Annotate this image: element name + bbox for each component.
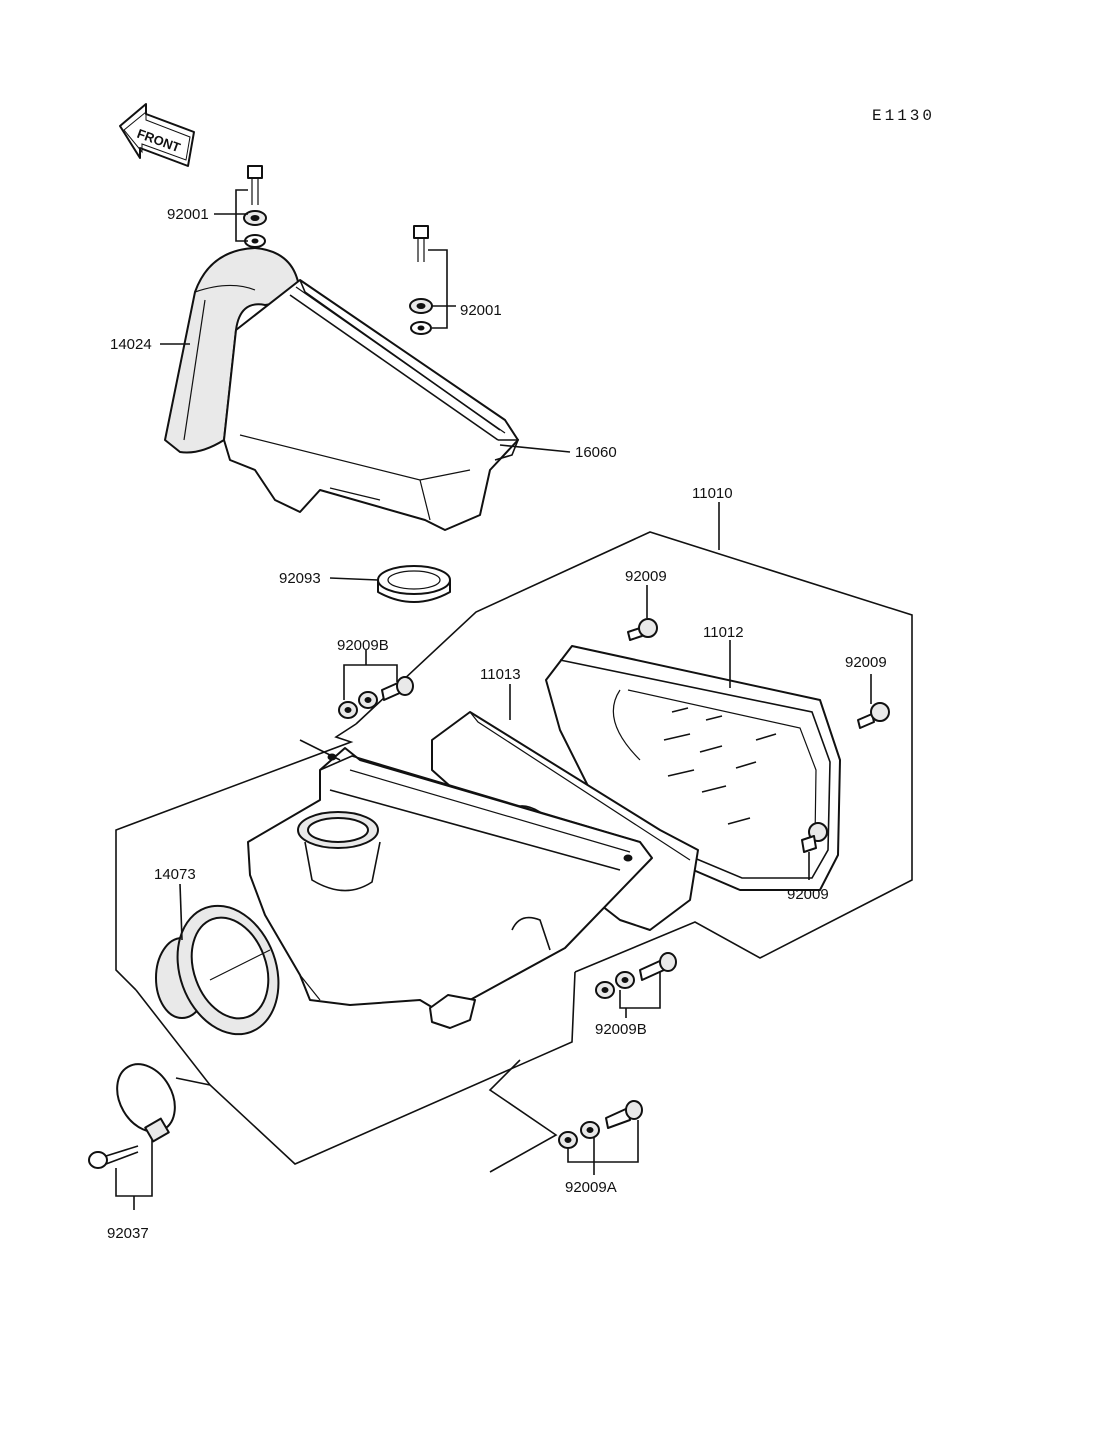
diagram-code: E1130 (872, 107, 935, 125)
screw-92009B-left-icon (338, 650, 414, 719)
air-filter-cover-14024 (164, 247, 520, 531)
label-92001-top: 92001 (167, 206, 209, 223)
bolt-92001-right-icon (409, 225, 456, 335)
label-92009-right: 92009 (845, 654, 887, 671)
duct-rubber-14073-icon (155, 904, 280, 1036)
screw-92009-lower-icon (801, 822, 828, 880)
screw-92009-upper-icon (627, 585, 658, 641)
label-92093: 92093 (279, 570, 321, 587)
label-92009A: 92009A (565, 1179, 617, 1196)
bolt-92001-top-icon (214, 165, 267, 248)
label-14024: 14024 (110, 336, 152, 353)
label-14073: 14073 (154, 866, 196, 883)
clamp-92037-icon (88, 1063, 211, 1210)
front-arrow-icon: FRONT (119, 103, 195, 167)
screw-92009B-right-icon (595, 952, 677, 1018)
label-16060: 16060 (575, 444, 617, 461)
label-11010: 11010 (692, 485, 733, 502)
label-92037: 92037 (107, 1225, 149, 1242)
label-11013: 11013 (480, 666, 521, 683)
label-11012: 11012 (703, 624, 744, 641)
label-92009B-right: 92009B (595, 1021, 647, 1038)
air-cleaner-housing (247, 747, 653, 1029)
seal-ring-92093-icon (377, 565, 451, 603)
label-92009B-left: 92009B (337, 637, 389, 654)
label-92009-lower: 92009 (787, 886, 829, 903)
assembly-outline-11010 (115, 502, 913, 1165)
screw-92009-right-icon (857, 674, 890, 729)
leader-lines (160, 343, 731, 941)
screw-92009A-icon (488, 1059, 643, 1175)
label-92001-right: 92001 (460, 302, 502, 319)
label-92009-upper: 92009 (625, 568, 667, 585)
